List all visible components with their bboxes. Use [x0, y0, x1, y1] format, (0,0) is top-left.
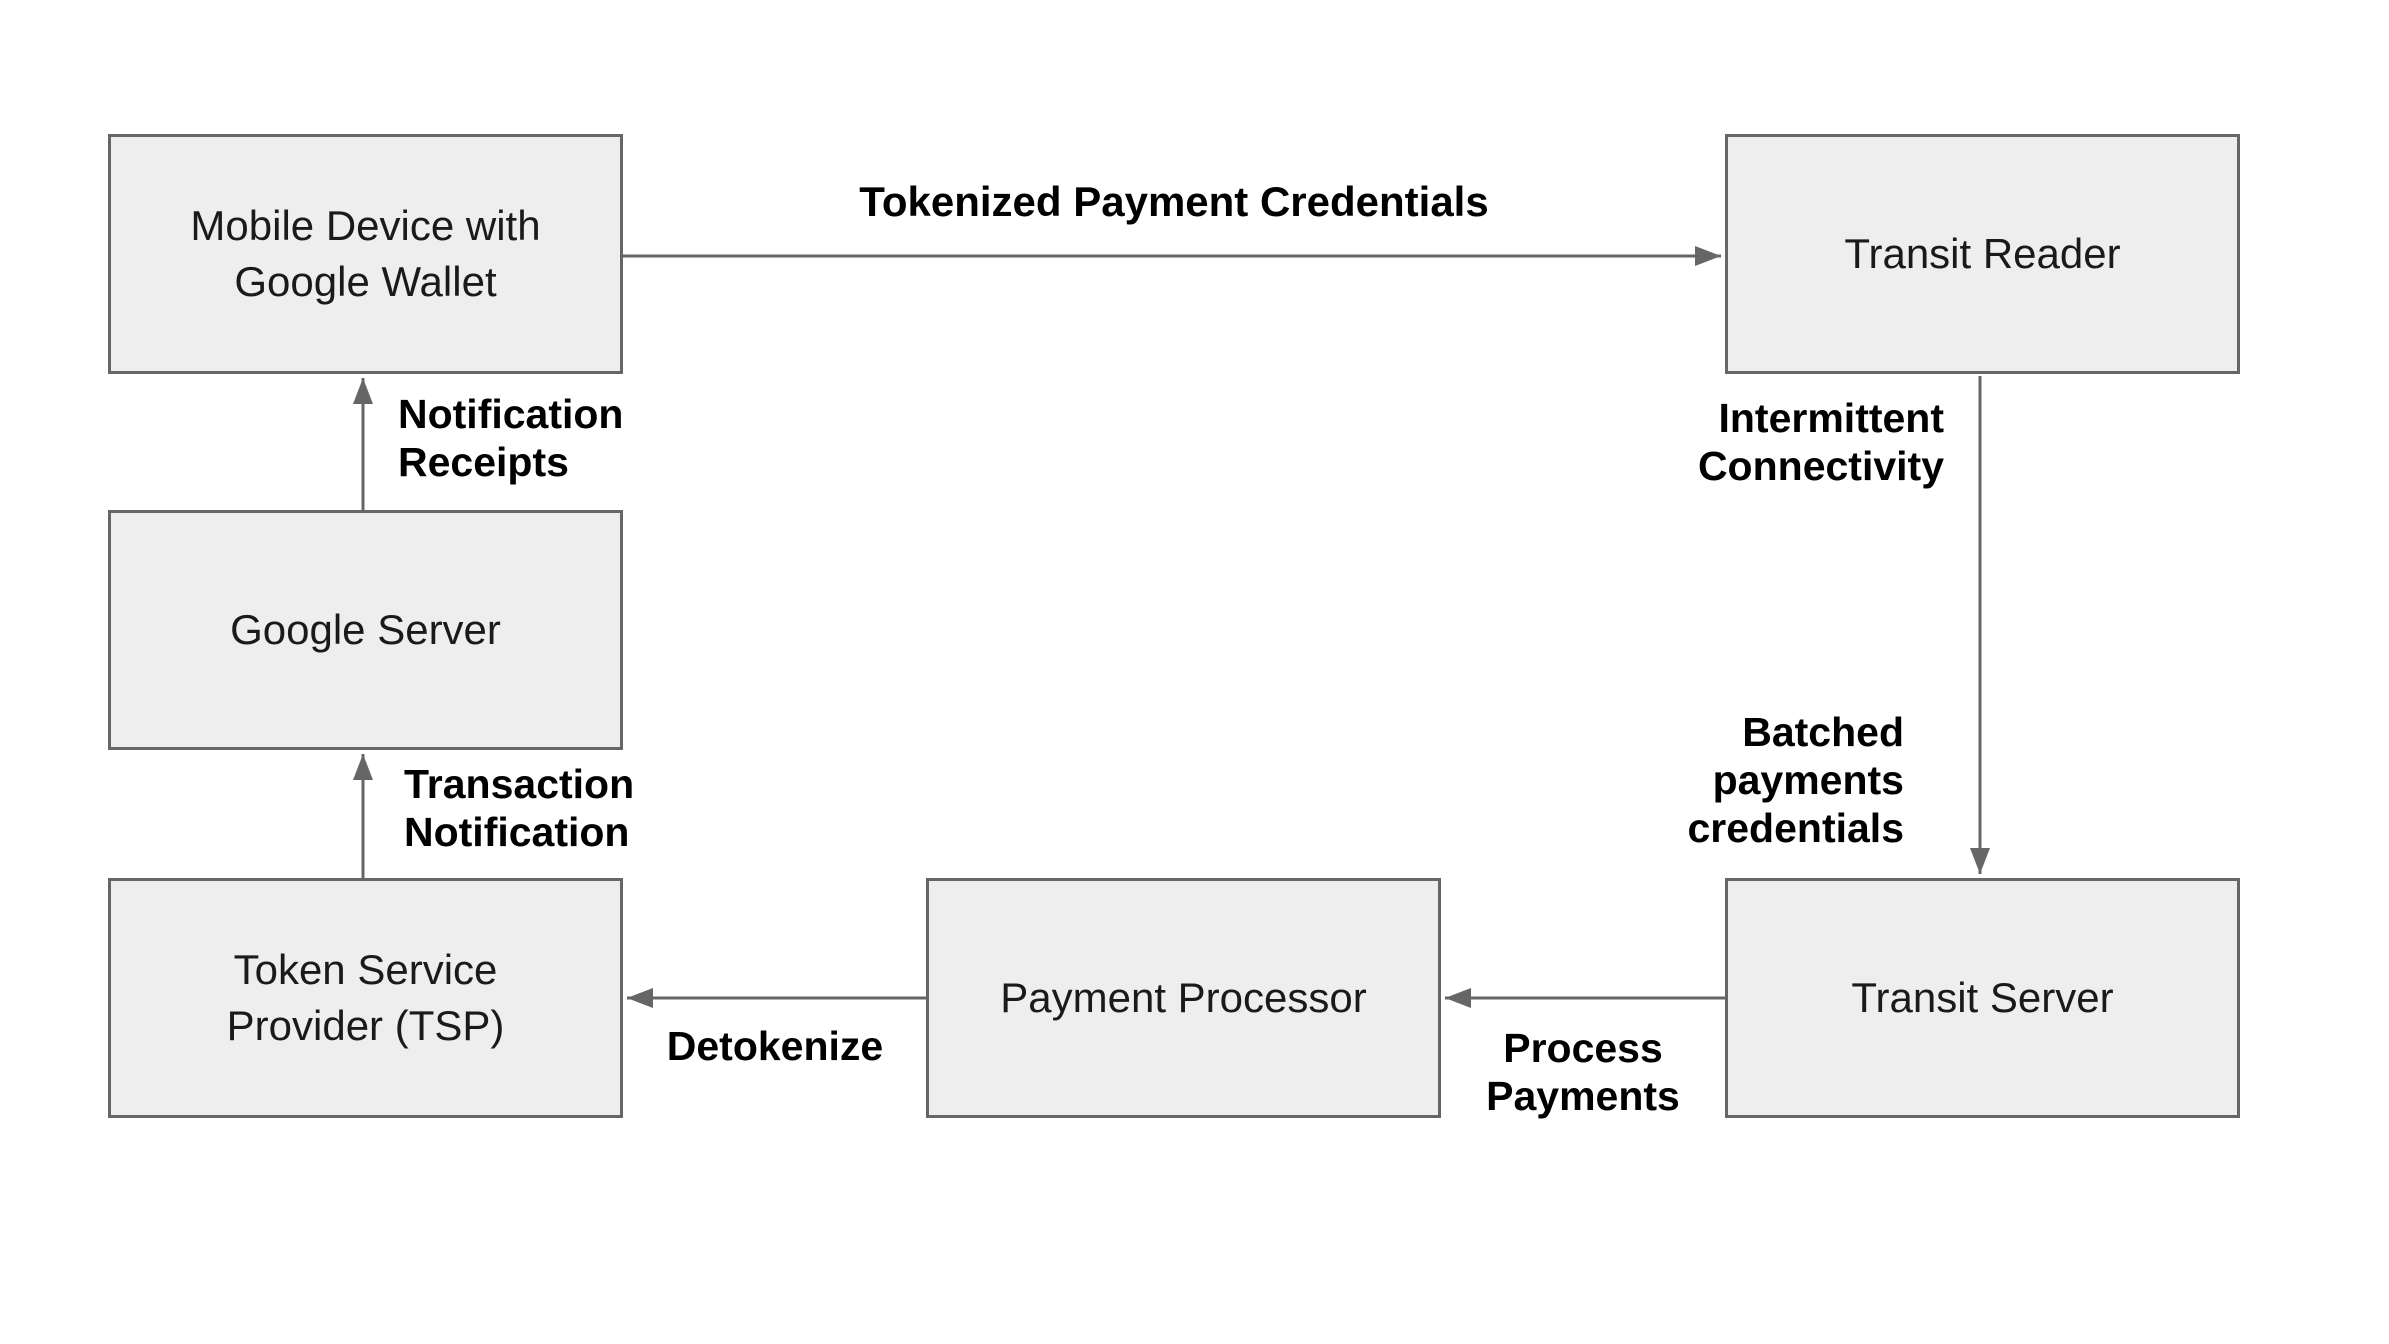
edge-label-line: Notification: [398, 391, 624, 437]
edge-label-line: Receipts: [398, 439, 569, 485]
edge-label-transaction-notification: Transaction Notification: [404, 760, 634, 856]
node-label-line: Transit Server: [1851, 974, 2114, 1021]
edge-label-line: Payments: [1486, 1073, 1680, 1119]
edge-label-process-payments: Process Payments: [1333, 1024, 1833, 1120]
edge-label-line: Process: [1503, 1025, 1663, 1071]
node-label: Transit Reader: [1844, 226, 2120, 282]
node-label: Transit Server: [1851, 970, 2113, 1026]
node-label-line: Mobile Device with: [190, 202, 541, 249]
edge-label-batched-payments-credentials: Batched payments credentials: [1404, 708, 1905, 852]
edge-label-intermittent-connectivity: Intermittent Connectivity: [1444, 394, 1944, 490]
node-transit-reader: Transit Reader: [1725, 134, 2240, 374]
edge-label-line: credentials: [1687, 805, 1905, 851]
node-label: Token Service Provider (TSP): [227, 942, 505, 1054]
edge-label-line: Transaction: [404, 761, 635, 807]
node-label-line: Payment Processor: [1000, 974, 1367, 1021]
node-label-line: Transit Reader: [1844, 230, 2121, 277]
edge-label-line: Notification: [404, 809, 630, 855]
node-google-server: Google Server: [108, 510, 623, 750]
node-label-line: Provider (TSP): [226, 1002, 505, 1049]
edge-label-line: Intermittent: [1718, 395, 1945, 441]
node-mobile-device-google-wallet: Mobile Device with Google Wallet: [108, 134, 623, 374]
node-label: Google Server: [230, 602, 501, 658]
node-label-line: Token Service: [233, 946, 498, 993]
node-payment-processor: Payment Processor: [926, 878, 1441, 1118]
node-transit-server: Transit Server: [1725, 878, 2240, 1118]
edge-label-notification-receipts: Notification Receipts: [398, 390, 623, 486]
edge-label-tokenized-payment-credentials: Tokenized Payment Credentials: [859, 178, 1489, 225]
node-label: Payment Processor: [1000, 970, 1366, 1026]
edge-label-detokenize: Detokenize: [666, 1023, 884, 1069]
edge-label-line: payments: [1712, 757, 1904, 803]
edge-label-line: Connectivity: [1697, 443, 1944, 489]
node-label-line: Google Wallet: [234, 258, 497, 305]
node-label-line: Google Server: [230, 606, 501, 653]
node-label: Mobile Device with Google Wallet: [190, 198, 540, 310]
edge-label-line: Batched: [1742, 709, 1904, 755]
node-token-service-provider: Token Service Provider (TSP): [108, 878, 623, 1118]
